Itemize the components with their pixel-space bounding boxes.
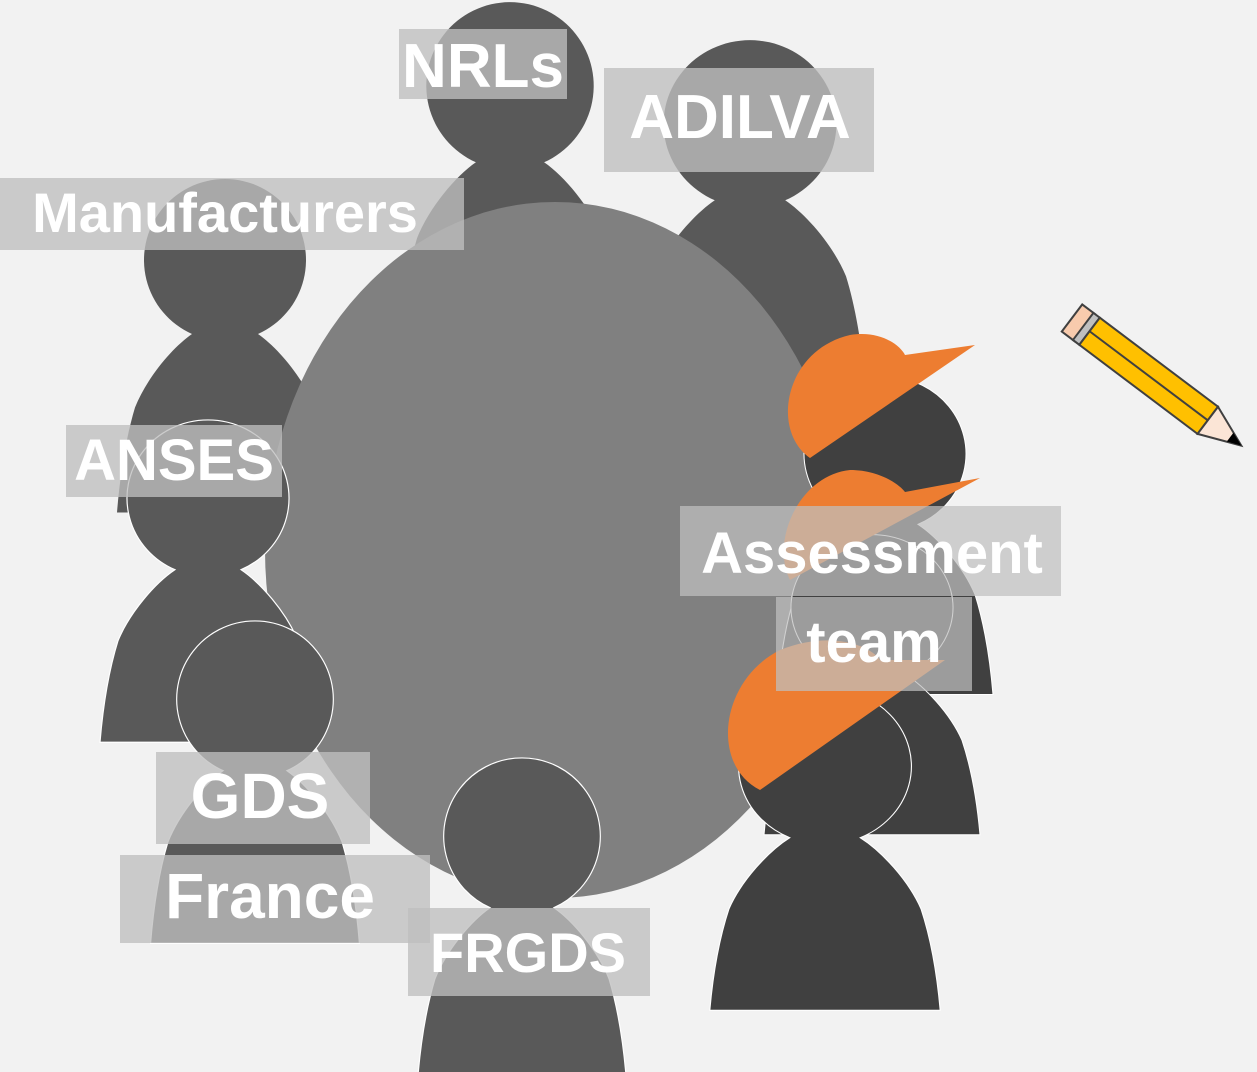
manufacturers-label-box <box>0 178 464 250</box>
gds-label: GDS <box>191 760 330 832</box>
france-label-box <box>120 855 430 943</box>
team-label-box <box>776 597 972 691</box>
meeting-table <box>265 202 845 898</box>
nrls-label-box <box>399 29 567 99</box>
frgds-label-box <box>408 908 650 996</box>
manufacturers-label: Manufacturers <box>32 181 418 244</box>
team-label: team <box>806 610 941 675</box>
adilva-label: ADILVA <box>629 83 851 152</box>
france-label: France <box>165 860 375 932</box>
assessment-label: Assessment <box>701 521 1043 586</box>
gds-label-box <box>156 752 370 844</box>
adilva-label-box <box>604 68 874 172</box>
orange-cap-icon <box>787 334 975 458</box>
assessment-label-box <box>680 506 1061 596</box>
anses-label: ANSES <box>74 428 274 493</box>
anses-label-box <box>66 425 282 497</box>
pencil-icon <box>1060 303 1244 448</box>
frgds-label: FRGDS <box>430 921 626 984</box>
nrls-label: NRLs <box>402 32 564 101</box>
